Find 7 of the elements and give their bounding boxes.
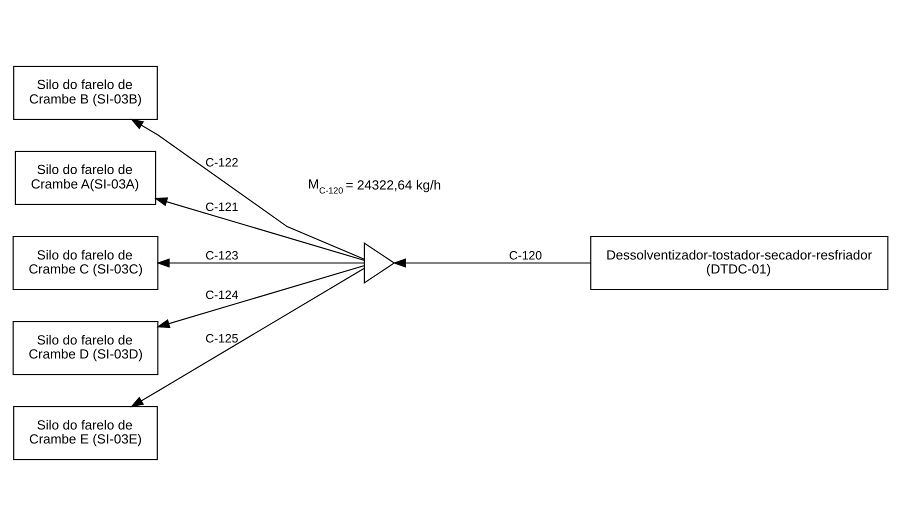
edge-label: C-121 (205, 199, 238, 214)
edge-label: C-124 (205, 288, 238, 302)
edge-label: C-125 (205, 330, 238, 345)
edge-label: C-123 (205, 248, 238, 262)
label: M$_{C-120}$ = 24322,64 kg/h (308, 176, 442, 196)
edge-label: C-122 (205, 155, 238, 170)
edge-label: C-120 (509, 248, 542, 262)
